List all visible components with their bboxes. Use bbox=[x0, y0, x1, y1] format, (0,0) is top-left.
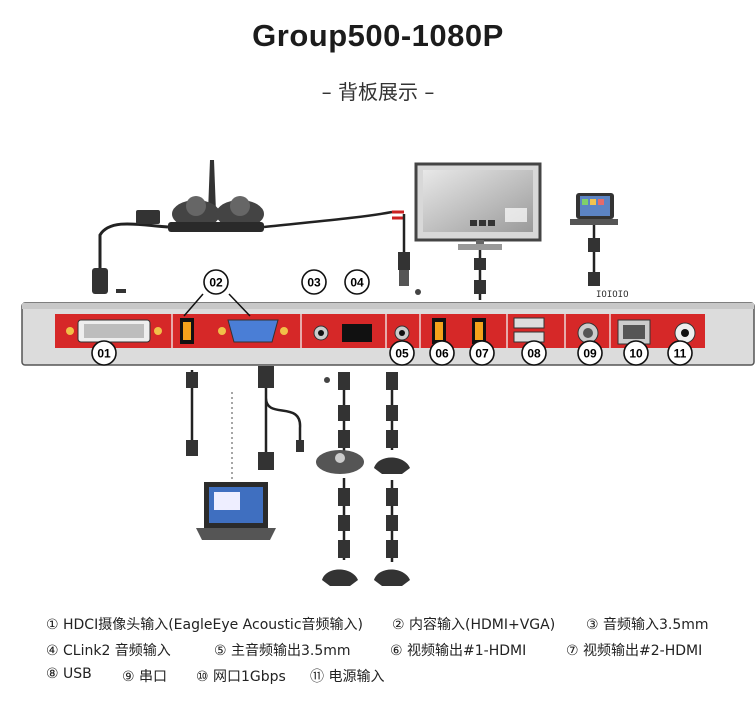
port-number-bubbles: 01 02 03 04 05 06 07 08 09 10 11 bbox=[91, 269, 693, 366]
serial-label-top: IOIOIO bbox=[596, 290, 629, 300]
legend-row: ④ CLink2 音频输入 ⑤ 主音频输出3.5mm ⑥ 视频输出#1-HDMI… bbox=[46, 640, 736, 666]
port-bubble-11: 11 bbox=[667, 340, 693, 366]
legend-item: ⑤ 主音频输出3.5mm bbox=[214, 643, 351, 659]
legend-row: ① HDCI摄像头输入(EagleEye Acoustic音频输入) ② 内容输… bbox=[46, 614, 736, 640]
legend-item: ③ 音频输入3.5mm bbox=[586, 617, 709, 633]
laptop-icon bbox=[196, 482, 276, 540]
port-number-label: 09 bbox=[583, 347, 597, 361]
port-bubble-07: 07 bbox=[469, 340, 495, 366]
legend-item: ① HDCI摄像头输入(EagleEye Acoustic音频输入) bbox=[46, 617, 363, 633]
legend-item: ⑧ USB bbox=[46, 666, 92, 682]
legend-item: ⑩ 网口1Gbps bbox=[196, 669, 286, 685]
legend-item: ⑪ 电源输入 bbox=[310, 669, 385, 685]
port-bubble-01: 01 bbox=[91, 340, 117, 366]
monitor-icon bbox=[414, 162, 542, 250]
port-bubble-09: 09 bbox=[577, 340, 603, 366]
connection-diagram: IOIOIO bbox=[21, 160, 755, 586]
port-bubble-05: 05 bbox=[389, 340, 415, 366]
mic-pod-icon-3 bbox=[374, 569, 410, 586]
port-number-label: 05 bbox=[395, 347, 409, 361]
port-number-label: 02 bbox=[209, 276, 223, 290]
port-bubble-06: 06 bbox=[429, 340, 455, 366]
conference-phone-icon bbox=[316, 450, 364, 474]
mic-pod-icon-1 bbox=[322, 569, 358, 586]
legend-item: ⑦ 视频输出#2-HDMI bbox=[566, 643, 703, 659]
ptz-cameras-icon bbox=[168, 160, 264, 232]
port-number-label: 07 bbox=[475, 347, 489, 361]
page-subtitle: – 背板展示 – bbox=[321, 80, 435, 104]
page-title: Group500-1080P bbox=[252, 18, 504, 53]
legend-item: ⑨ 串口 bbox=[122, 669, 168, 685]
port-number-label: 04 bbox=[350, 276, 364, 290]
port-bubble-02: 02 bbox=[203, 269, 229, 295]
legend-item: ② 内容输入(HDMI+VGA) bbox=[392, 617, 556, 633]
legend-item: ⑥ 视频输出#1-HDMI bbox=[390, 643, 527, 659]
mic-pod-icon-2 bbox=[374, 457, 410, 474]
port-bubble-08: 08 bbox=[521, 340, 547, 366]
legend-row: ⑧ USB ⑨ 串口 ⑩ 网口1Gbps ⑪ 电源输入 bbox=[46, 666, 736, 692]
port-number-label: 01 bbox=[97, 347, 111, 361]
legend: ① HDCI摄像头输入(EagleEye Acoustic音频输入) ② 内容输… bbox=[46, 614, 736, 692]
legend-item: ④ CLink2 音频输入 bbox=[46, 643, 171, 659]
port-number-label: 08 bbox=[527, 347, 541, 361]
touch-panel-icon bbox=[570, 193, 618, 225]
port-number-label: 10 bbox=[629, 347, 643, 361]
port-bubble-10: 10 bbox=[623, 340, 649, 366]
camera-cable-plug-icon bbox=[92, 210, 160, 294]
port-bubble-04: 04 bbox=[344, 269, 370, 295]
port-bubble-03: 03 bbox=[301, 269, 327, 295]
port-number-label: 03 bbox=[307, 276, 321, 290]
back-panel bbox=[21, 302, 755, 366]
port-number-label: 11 bbox=[674, 347, 687, 361]
port-number-label: 06 bbox=[435, 347, 449, 361]
